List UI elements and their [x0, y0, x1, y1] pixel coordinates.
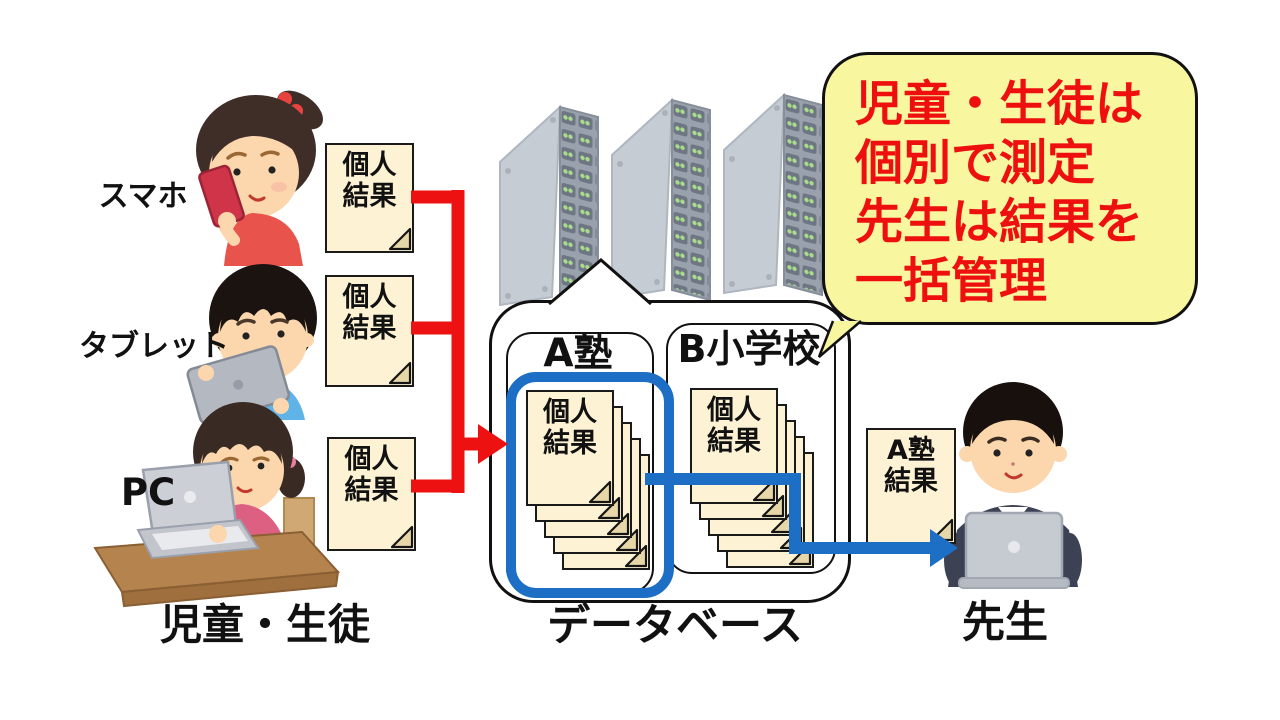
callout-line: 児童・生徒は [855, 76, 1144, 132]
doc-a-juku-result: A塾 結果 [866, 428, 956, 544]
group-a-label: A塾 [543, 331, 613, 376]
doc-pc-result: 個人 結果 [327, 437, 416, 551]
database-bubble-tail [548, 258, 652, 305]
group-b-label: B小学校 [677, 327, 821, 371]
doc-label: A塾 結果 [884, 435, 938, 497]
callout-text: 児童・生徒は 個別で測定 先生は結果を 一括管理 [855, 75, 1143, 311]
teacher-label: 先生 [962, 598, 1048, 648]
folded-corner-icon [752, 478, 776, 502]
folded-corner-icon [390, 525, 414, 549]
student-with-pc-illustration [93, 402, 341, 608]
device-label-tablet: タブレット [79, 329, 229, 364]
folded-corner-icon [588, 480, 612, 504]
doc-label: 個人 結果 [342, 282, 397, 344]
database-label: データベース [547, 601, 803, 651]
doc-label: 個人 結果 [707, 395, 761, 457]
doc-tablet-result: 個人 結果 [325, 275, 414, 387]
folded-corner-icon [388, 227, 412, 251]
callout-line: 先生は結果を [855, 194, 1144, 250]
callout-line: 個別で測定 [855, 135, 1096, 191]
folded-corner-icon [597, 496, 621, 520]
doc-personal-result-a: 個人 結果 [526, 390, 614, 506]
folded-corner-icon [615, 528, 639, 552]
callout-bubble-tail [817, 320, 862, 358]
server-icon [723, 94, 823, 296]
device-label-smartphone: スマホ [98, 179, 188, 214]
students-group-label: 児童・生徒 [159, 600, 370, 649]
callout-line: 一括管理 [855, 253, 1048, 309]
student-with-tablet-illustration [186, 264, 317, 425]
highlight-box-a-juku [506, 372, 674, 598]
callout-bubble: 児童・生徒は 個別で測定 先生は結果を 一括管理 [822, 52, 1198, 325]
folded-corner-icon [388, 361, 412, 385]
folded-corner-icon [606, 512, 630, 536]
doc-label: 個人 結果 [342, 150, 397, 212]
device-label-pc: PC [120, 471, 176, 514]
folded-corner-icon [930, 518, 954, 542]
doc-label: 個人 結果 [344, 444, 399, 506]
teacher-with-laptop-illustration [944, 382, 1082, 589]
doc-smartphone-result: 個人 結果 [325, 143, 414, 253]
doc-personal-result-b: 個人 結果 [690, 388, 778, 504]
student-with-smartphone-illustration [196, 90, 323, 266]
folded-corner-icon [624, 544, 648, 568]
doc-label: 個人 結果 [543, 397, 597, 459]
